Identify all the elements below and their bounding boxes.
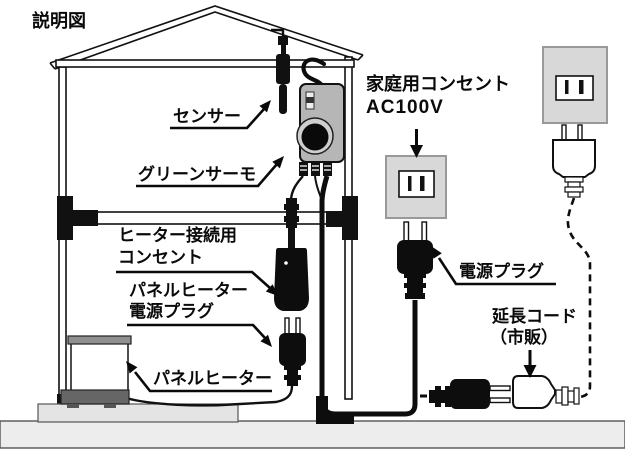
- heater-outlet-label-line2: コンセント: [118, 248, 203, 267]
- white-plug: [552, 124, 596, 198]
- extension-socket: [512, 375, 580, 409]
- sensor-probe: [271, 28, 290, 114]
- power-plug-body: [397, 240, 433, 274]
- socket-body: [274, 248, 309, 311]
- wall-outlet-right: [542, 46, 608, 124]
- panel-heater-plug-label-line1: パネルヒーター: [129, 281, 248, 300]
- leader-arrows: [116, 100, 556, 393]
- socket-cord: [289, 175, 304, 200]
- extension-cord-label-line1: 延長コード: [491, 306, 577, 326]
- heater-outlet-label-line1: ヒーター接続用: [118, 225, 237, 245]
- panel-heater-plug-label-line2: 電源プラグ: [129, 301, 214, 321]
- panel-heater-plug-body: [279, 333, 306, 366]
- panel-heater-tank: [70, 340, 129, 392]
- heater-outlet-socket: [274, 175, 309, 311]
- thermostat-slider-knob: [306, 97, 314, 103]
- roof: [49, 5, 364, 70]
- floor: [0, 420, 625, 449]
- panel-heater-plug: [279, 317, 306, 386]
- middle-wire: [314, 175, 322, 199]
- platform: [37, 403, 239, 423]
- household-outlet-label-line2: AC100V: [366, 97, 444, 118]
- panel-heater-cord: [125, 385, 294, 407]
- power-plug-middle: [397, 221, 433, 299]
- thermostat-terminals: [299, 162, 332, 176]
- left-tee-joint: [57, 196, 98, 240]
- cable-corner-elbow: [316, 396, 354, 424]
- dashed-extension-cord: [566, 197, 592, 399]
- power-plug-arrow: [437, 257, 556, 286]
- thermostat-arrow: [136, 163, 278, 188]
- heater-pad: [60, 389, 130, 405]
- power-plug-label: 電源プラグ: [459, 261, 544, 281]
- heater-pad-foot-left: [67, 404, 79, 408]
- thermostat-label: グリーンサーモ: [138, 164, 256, 184]
- household-outlet: [385, 155, 447, 219]
- tank-rim: [67, 335, 132, 345]
- extension-plug-black: [420, 379, 511, 409]
- sensor-arrow: [170, 108, 265, 130]
- top-bar: [55, 59, 355, 68]
- house-frame: [49, 5, 364, 420]
- heater-outlet-arrow: [116, 270, 271, 289]
- thermostat-device: [296, 57, 345, 199]
- panel-heater-plug-arrow: [127, 323, 266, 339]
- right-tee-joint: [326, 196, 358, 240]
- page-title: 説明図: [32, 10, 86, 31]
- sensor-label: センサー: [173, 107, 241, 126]
- heater-pad-foot-right: [104, 404, 116, 408]
- household-outlet-label-line1: 家庭用コンセント: [366, 73, 510, 94]
- thermostat-dial: [301, 123, 329, 151]
- panel-heater-arrow: [133, 371, 272, 393]
- panel-heater-label: パネルヒーター: [153, 369, 272, 388]
- extension-cord-label-line2: （市販）: [490, 327, 558, 347]
